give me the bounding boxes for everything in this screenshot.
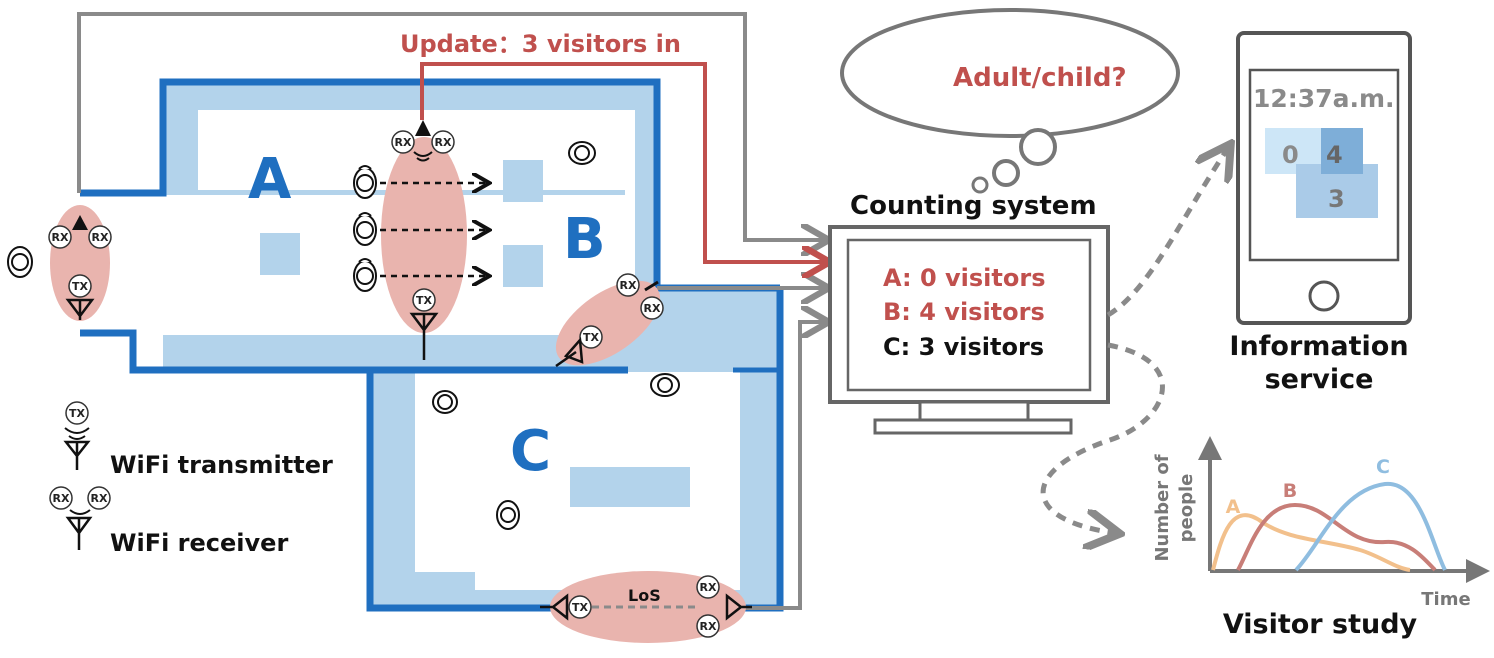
furniture-c [570,467,690,507]
svg-text:RX: RX [620,279,637,292]
los-label: LoS [628,586,661,605]
svg-text:RX: RX [435,136,452,149]
legend-receiver-label: WiFi receiver [110,529,288,557]
rx-antenna-icon: RX RX [696,575,752,638]
count-b: B: 4 visitors [883,298,1045,326]
svg-text:TX: TX [583,331,600,344]
update-label: Update：3 visitors in [400,30,681,58]
tx-antenna-icon: TX [540,593,592,621]
visitor-flow [380,183,487,276]
wires [77,12,825,610]
chart-xlabel: Time [1421,589,1470,610]
chart-ylabel-1: Number of [1152,454,1173,561]
wall-top [80,78,661,288]
arrow-to-info [1106,148,1228,318]
update-wire [420,62,826,262]
person-icon [496,500,520,530]
tx-antenna-icon: TX [409,288,439,360]
tx-antenna-icon: TX [555,325,603,368]
rx-antenna-icon: RX RX [48,215,112,249]
series-line-c [1294,481,1447,572]
thought-text: Adult/child? [953,63,1127,93]
zone-a-b [381,137,467,333]
room-a-interior [80,195,625,335]
info-time: 12:37a.m. [1253,84,1395,113]
wire-a [77,12,825,240]
room-a-label: A [248,147,292,212]
monitor-stand [873,418,1073,435]
legend: TX WiFi transmitter RX RX WiFi receiver [49,401,333,557]
svg-text:RX: RX [53,492,70,505]
svg-text:RX: RX [700,581,717,594]
svg-text:TX: TX [572,601,589,614]
info-count-b: 4 [1326,141,1343,169]
person-icon [353,212,377,246]
wire-c [745,322,825,610]
counting-title: Counting system [850,191,1097,221]
person-icon [7,246,33,278]
svg-text:RX: RX [700,620,717,633]
furniture-b2 [503,245,543,287]
wall-mid [80,329,628,374]
chart-ylabel-2: people [1176,474,1197,543]
visitor-study-chart: Number of people Time Visitor study A B C [1152,436,1490,640]
series-label-c: C [1376,456,1390,478]
monitor-screen [846,238,1092,392]
phone-home-button [1308,280,1340,312]
antennas: RX RX TX RX RX TX RX RX [48,120,752,638]
person-icon [353,258,377,292]
furniture-a [260,233,300,275]
legend-transmitter-label: WiFi transmitter [110,451,333,479]
phone: 12:37a.m. 0 4 3 Information service [1229,31,1412,395]
series-label-b: B [1283,480,1297,502]
furniture-b1 [503,160,543,202]
info-count-a: 0 [1282,141,1299,169]
tx-antenna-icon: TX [65,274,95,320]
svg-text:RX: RX [91,492,108,505]
svg-text:RX: RX [644,302,661,315]
count-a: A: 0 visitors [883,264,1046,292]
room-b-label: B [563,207,606,272]
svg-text:TX: TX [69,407,86,420]
rx-antenna-icon: RX RX [616,273,664,320]
info-title-1: Information [1229,331,1408,362]
legend-tx-icon: TX [63,401,91,470]
series-label-a: A [1226,496,1241,518]
thought-bubble: Adult/child? [840,8,1180,194]
svg-text:RX: RX [92,231,109,244]
legend-rx-icon: RX RX [49,486,111,550]
rx-antenna-icon: RX RX [391,120,455,162]
chart-title: Visitor study [1223,609,1418,640]
svg-text:TX: TX [72,280,89,293]
floor-plan [80,78,784,612]
series-line-a [1211,513,1411,572]
arrow-to-study [1040,342,1165,533]
counting-system: Counting system A: 0 visitors B: 4 visit… [828,191,1110,435]
wall-c [366,370,560,612]
person-icon [432,390,458,414]
svg-text:RX: RX [395,136,412,149]
room-c-label: C [510,419,551,484]
person-icon [650,373,680,397]
svg-text:TX: TX [416,294,433,307]
person-icon [568,141,596,165]
count-c: C: 3 visitors [883,333,1044,361]
person-icon [353,165,377,199]
svg-text:RX: RX [52,231,69,244]
info-title-2: service [1265,364,1374,395]
info-count-c: 3 [1328,185,1345,213]
